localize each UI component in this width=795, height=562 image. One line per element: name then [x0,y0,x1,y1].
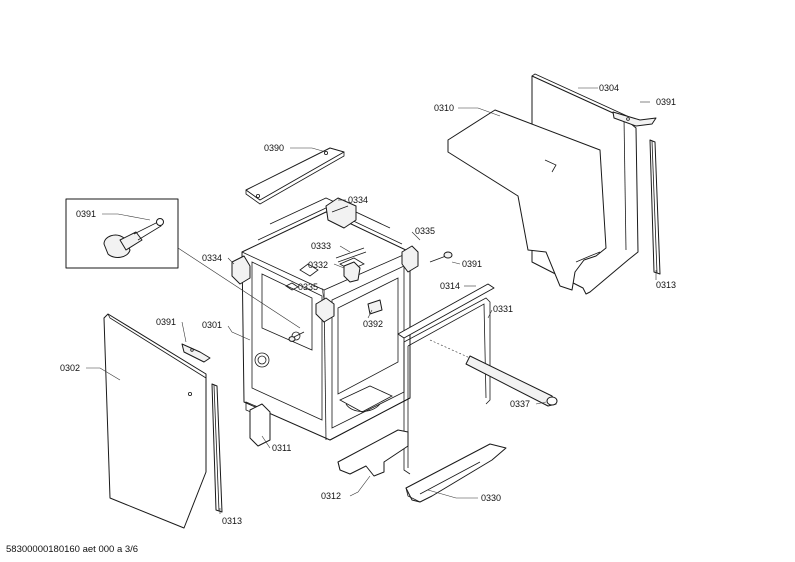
label-0311: 0311 [272,443,291,453]
label-0391-left: 0391 [156,317,176,327]
label-0313-right: 0313 [656,280,676,290]
label-0332: 0332 [308,260,328,270]
part-0391-screw-mid [429,251,453,263]
label-0391-inset: 0391 [76,209,96,219]
part-0334-bracket-left [231,255,251,285]
label-0314: 0314 [440,281,460,291]
label-0335-right: 0335 [415,226,435,236]
drawing-number: 58300000180160 aet 000 a 3/6 [6,544,139,555]
part-0310-insulation-mat [447,109,607,291]
label-0334-left: 0334 [202,253,222,263]
label-0391-mid: 0391 [462,259,482,269]
part-0334-bracket-top [325,197,357,229]
part-0333-rail [335,247,367,263]
part-0335-bracket-right [401,245,419,273]
label-0335-mid: 0335 [298,282,318,292]
part-0337-tube [429,339,558,407]
part-0302-side-panel [103,313,207,529]
part-0335-bracket-mid [315,297,335,323]
part-0391-inset-box [65,198,179,269]
label-0391-top-right: 0391 [656,97,676,107]
part-0314-top-rail [397,283,495,339]
part-0313-side-strip-right [649,139,661,275]
label-0337: 0337 [510,399,530,409]
label-0312: 0312 [321,491,341,501]
part-0301-tub-body [241,197,411,441]
label-0310: 0310 [434,103,454,113]
part-0311-base-bracket [249,403,271,447]
leader-lines [86,87,657,514]
part-0391-bracket-left [181,343,211,363]
label-0301: 0301 [202,320,222,330]
part-0390-top-plate [245,147,345,205]
part-0391-screw-left [288,331,305,342]
label-0392: 0392 [363,319,383,329]
label-0334-top: 0334 [348,195,368,205]
part-0332-clip [343,261,361,283]
label-0302: 0302 [60,363,80,373]
label-0390: 0390 [264,143,284,153]
label-0330: 0330 [481,493,501,503]
label-0331: 0331 [493,304,513,314]
label-0304: 0304 [599,83,619,93]
part-0391-bracket-top-right [612,111,657,127]
label-0333: 0333 [311,241,331,251]
part-labels: 0304 0391 0310 0313 0390 0334 0391 0334 … [60,83,676,526]
part-0312-base-trim [337,429,409,477]
part-0330-kick-plate [405,443,507,503]
label-0313-left: 0313 [222,516,242,526]
part-0313-side-strip-left [211,383,223,513]
